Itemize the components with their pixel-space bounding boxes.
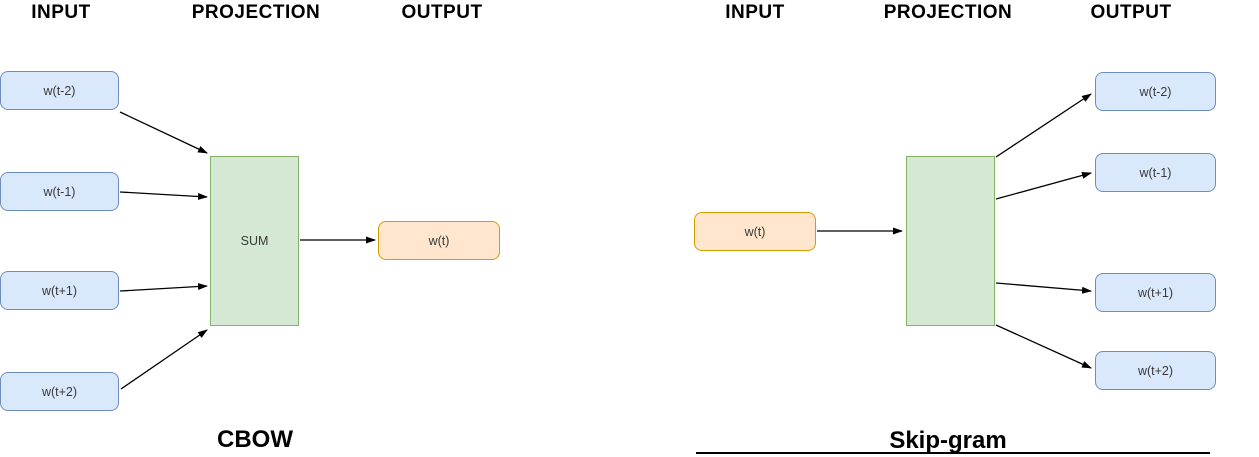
cbow-input-node-wt-minus1: w(t-1): [0, 172, 119, 211]
cbow-title: CBOW: [217, 426, 293, 453]
cbow-input-node-wt-plus2: w(t+2): [0, 372, 119, 411]
node-label: w(t-1): [43, 184, 76, 199]
cbow-input-node-wt-minus2: w(t-2): [0, 71, 119, 110]
cbow-input-node-wt-plus1: w(t+1): [0, 271, 119, 310]
skipgram-projection-node: [906, 156, 995, 326]
cbow-header-input: INPUT: [31, 2, 91, 23]
node-label: w(t-1): [1139, 165, 1172, 180]
node-label: SUM: [240, 234, 269, 248]
skipgram-output-node-wt-plus1: w(t+1): [1095, 273, 1216, 312]
arrow-cbow-wt-plus2-to-sum-icon: [120, 329, 208, 390]
node-label: w(t+1): [41, 283, 78, 298]
node-label: w(t): [744, 224, 766, 239]
cbow-projection-node-sum: SUM: [210, 156, 299, 326]
arrow-cbow-wt-plus1-to-sum-icon: [119, 283, 208, 292]
node-label: w(t-2): [1139, 84, 1172, 99]
arrow-skipgram-projection-to-wt-minus1-icon: [995, 171, 1092, 200]
skipgram-input-node-wt: w(t): [694, 212, 816, 251]
cbow-header-projection: PROJECTION: [191, 2, 321, 23]
skipgram-output-node-wt-plus2: w(t+2): [1095, 351, 1216, 390]
skipgram-header-projection: PROJECTION: [883, 2, 1013, 23]
node-label: w(t+2): [1137, 363, 1174, 378]
node-label: w(t-2): [43, 83, 76, 98]
arrow-cbow-wt-minus1-to-sum-icon: [119, 191, 208, 200]
node-label: w(t): [428, 233, 450, 248]
skipgram-title: Skip-gram: [889, 427, 1007, 454]
arrow-cbow-wt-minus2-to-sum-icon: [119, 111, 208, 154]
arrow-skipgram-projection-to-wt-plus1-icon: [995, 282, 1092, 294]
skipgram-header-output: OUTPUT: [1090, 2, 1172, 23]
skipgram-output-node-wt-minus2: w(t-2): [1095, 72, 1216, 111]
node-label: w(t+2): [41, 384, 78, 399]
skipgram-output-node-wt-minus1: w(t-1): [1095, 153, 1216, 192]
arrow-skipgram-projection-to-wt-plus2-icon: [995, 324, 1092, 369]
cbow-header-output: OUTPUT: [401, 2, 483, 23]
arrow-skipgram-projection-to-wt-minus2-icon: [995, 93, 1092, 158]
skipgram-header-input: INPUT: [725, 2, 785, 23]
cbow-output-node-wt: w(t): [378, 221, 500, 260]
node-label: w(t+1): [1137, 285, 1174, 300]
